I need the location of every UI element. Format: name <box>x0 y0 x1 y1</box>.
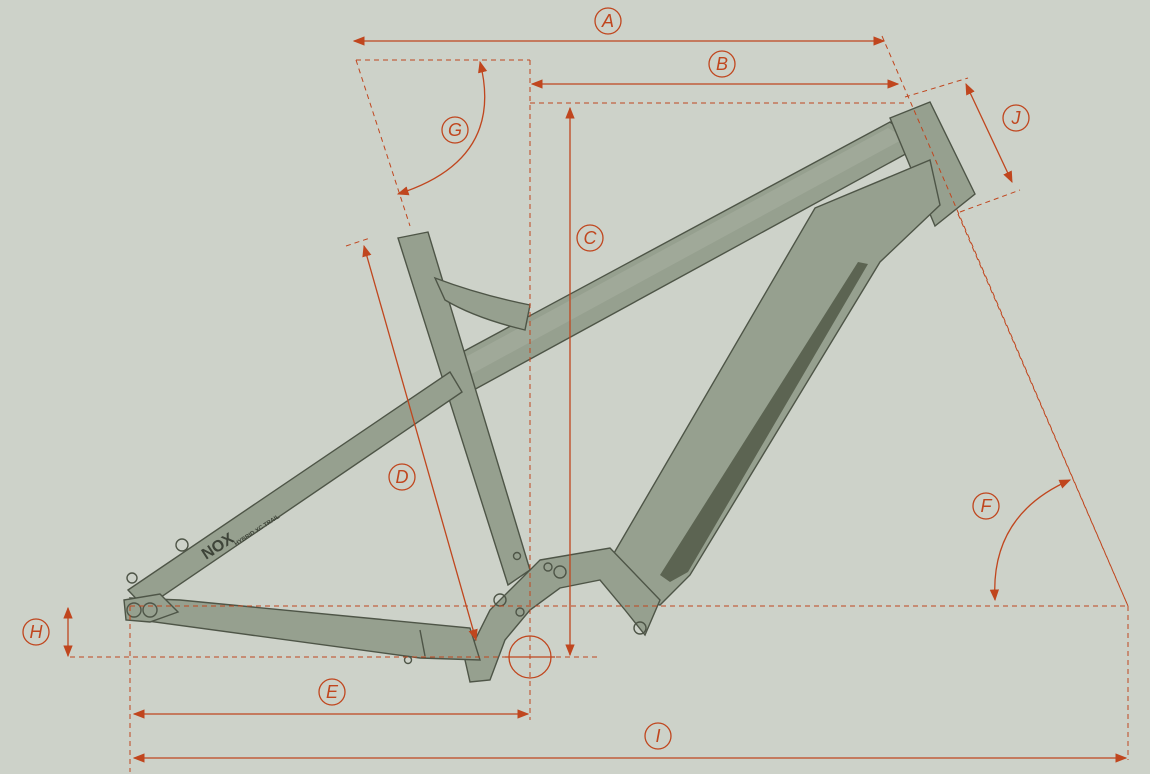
label-d: D <box>396 467 409 487</box>
label-f: F <box>981 496 993 516</box>
label-c: C <box>584 228 598 248</box>
dimension-I: I <box>132 722 1128 763</box>
label-g: G <box>448 120 462 140</box>
dimension-H: H <box>22 606 73 658</box>
label-j: J <box>1011 108 1022 128</box>
bike-frame: NOX HYBRID XC TRAIL <box>123 101 976 683</box>
label-e: E <box>326 682 339 702</box>
dimension-C: C <box>565 106 604 657</box>
dimension-J: J <box>965 82 1030 184</box>
reference-lines <box>70 35 1129 772</box>
dimension-B: B <box>530 50 900 89</box>
dimension-D: D <box>362 244 478 642</box>
dimension-F: F <box>972 479 1072 602</box>
dimension-E: E <box>132 678 530 719</box>
label-h: H <box>30 622 44 642</box>
label-a: A <box>601 11 614 31</box>
label-b: B <box>716 54 728 74</box>
label-i: I <box>655 726 660 746</box>
dimension-G: G <box>396 60 488 196</box>
dimension-A: A <box>352 7 886 46</box>
